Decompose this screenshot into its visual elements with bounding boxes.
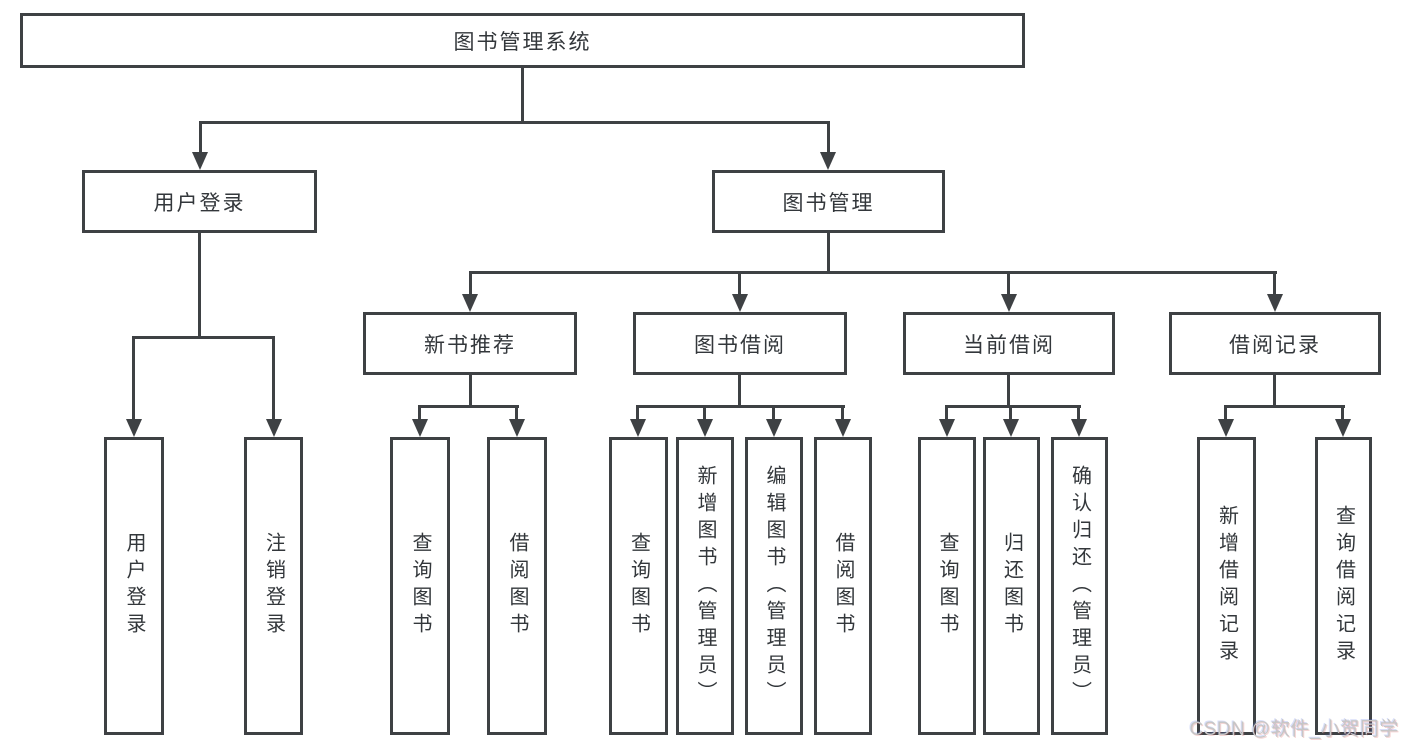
connector-line <box>419 405 519 408</box>
connector-line <box>418 405 421 419</box>
node-label: 用户登录 <box>153 191 246 215</box>
connector-line <box>133 336 275 339</box>
leaf-confirm-return-admin: 确认归还（管理员） <box>1051 437 1108 735</box>
node-user-login: 用户登录 <box>82 170 317 233</box>
leaf-label: 借阅图书 <box>506 532 528 640</box>
arrowhead <box>509 419 525 437</box>
arrowhead <box>835 419 851 437</box>
node-label: 当前借阅 <box>963 333 1055 357</box>
connector-line <box>1009 405 1012 419</box>
leaf-label: 查询图书 <box>936 532 958 640</box>
connector-line <box>199 121 830 124</box>
connector-line <box>827 121 830 152</box>
connector-line <box>1341 405 1344 419</box>
connector-line <box>827 233 830 271</box>
connector-line <box>1273 271 1276 294</box>
leaf-add-borrow-record: 新增借阅记录 <box>1197 437 1256 735</box>
connector-line <box>469 375 472 405</box>
arrowhead <box>1001 294 1017 312</box>
node-book-management: 图书管理 <box>712 170 945 233</box>
node-current-borrowing: 当前借阅 <box>903 312 1115 375</box>
arrowhead <box>697 419 713 437</box>
leaf-add-book-admin: 新增图书（管理员） <box>676 437 734 735</box>
leaf-query-books-current: 查询图书 <box>918 437 976 735</box>
connector-line <box>945 405 1081 408</box>
connector-line <box>521 68 524 121</box>
leaf-user-login: 用户登录 <box>104 437 164 735</box>
csdn-watermark: CSDN @软件_小贺同学 <box>1189 719 1399 740</box>
arrowhead <box>766 419 782 437</box>
leaf-query-borrow-record: 查询借阅记录 <box>1315 437 1372 735</box>
connector-line <box>772 405 775 419</box>
leaf-query-books-recommend: 查询图书 <box>390 437 450 735</box>
leaf-label: 查询图书 <box>627 532 650 640</box>
leaf-label: 归还图书 <box>1000 532 1023 640</box>
leaf-label: 新增借阅记录 <box>1215 505 1238 667</box>
connector-line <box>1224 405 1345 408</box>
connector-line <box>1007 375 1010 405</box>
arrowhead <box>192 152 208 170</box>
leaf-label: 查询借阅记录 <box>1332 505 1355 667</box>
arrowhead <box>266 419 282 437</box>
connector-line <box>469 271 1277 274</box>
arrowhead <box>1003 419 1019 437</box>
leaf-label: 编辑图书（管理员） <box>763 464 785 708</box>
connector-line <box>636 405 845 408</box>
leaf-return-book: 归还图书 <box>983 437 1040 735</box>
leaf-label: 查询图书 <box>409 532 431 640</box>
connector-line <box>945 405 948 419</box>
arrowhead <box>412 419 428 437</box>
leaf-label: 确认归还（管理员） <box>1068 464 1091 708</box>
arrowhead <box>1335 419 1351 437</box>
connector-line <box>1007 271 1010 294</box>
connector-line <box>515 405 518 419</box>
leaf-borrow-books-recommend: 借阅图书 <box>487 437 547 735</box>
leaf-logout: 注销登录 <box>244 437 303 735</box>
connector-line <box>469 271 472 294</box>
leaf-label: 注销登录 <box>262 532 285 640</box>
arrowhead <box>1071 419 1087 437</box>
leaf-query-books-borrowing: 查询图书 <box>609 437 668 735</box>
connector-line <box>1077 405 1080 419</box>
node-label: 图书借阅 <box>694 333 786 357</box>
arrowhead <box>126 419 142 437</box>
connector-line <box>198 233 201 336</box>
leaf-label: 用户登录 <box>123 532 145 640</box>
arrowhead <box>1218 419 1234 437</box>
node-label: 新书推荐 <box>424 333 516 357</box>
node-label: 图书管理系统 <box>453 30 592 54</box>
connector-line <box>1273 375 1276 405</box>
node-label: 借阅记录 <box>1229 333 1321 357</box>
leaf-label: 借阅图书 <box>832 532 854 640</box>
node-label: 图书管理 <box>782 191 875 215</box>
connector-line <box>738 271 741 294</box>
connector-line <box>738 375 741 405</box>
connector-line <box>272 336 275 419</box>
connector-line <box>636 405 639 419</box>
arrowhead <box>939 419 955 437</box>
node-borrowing-records: 借阅记录 <box>1169 312 1381 375</box>
arrowhead <box>630 419 646 437</box>
connector-line <box>199 121 202 152</box>
connector-line <box>132 336 135 419</box>
arrowhead <box>1267 294 1283 312</box>
connector-line <box>841 405 844 419</box>
node-book-borrowing: 图书借阅 <box>633 312 847 375</box>
leaf-borrow-books-borrowing: 借阅图书 <box>814 437 872 735</box>
connector-line <box>703 405 706 419</box>
arrowhead <box>820 152 836 170</box>
node-new-book-recommendation: 新书推荐 <box>363 312 577 375</box>
arrowhead <box>732 294 748 312</box>
connector-line <box>1224 405 1227 419</box>
arrowhead <box>462 294 478 312</box>
node-library-management-system: 图书管理系统 <box>20 13 1025 68</box>
leaf-edit-book-admin: 编辑图书（管理员） <box>745 437 803 735</box>
leaf-label: 新增图书（管理员） <box>694 464 716 708</box>
